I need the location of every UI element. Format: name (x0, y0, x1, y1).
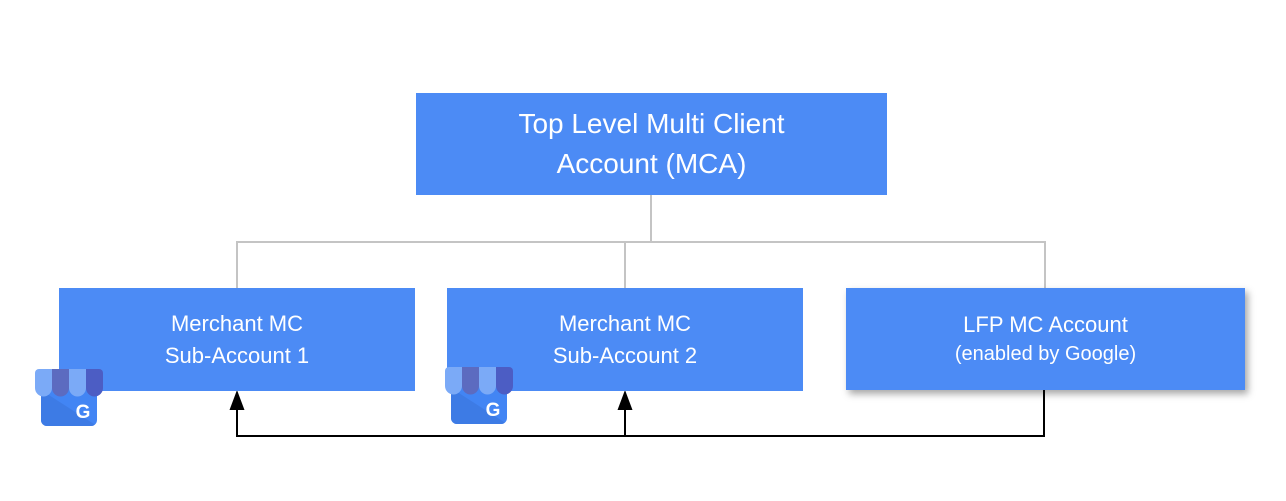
awning-stripe (86, 369, 103, 397)
node-merchant-sub-account-1: Merchant MC Sub-Account 1 (59, 288, 415, 391)
node-label-line2: Sub-Account 1 (164, 342, 310, 368)
awning-stripe (462, 367, 479, 395)
store-body-shade (451, 388, 507, 424)
arrowhead-sub2 (617, 390, 633, 410)
tree-connector-path (236, 195, 1046, 288)
lfp-feed-path (236, 390, 1045, 437)
node-lfp-mc-account: LFP MC Account (enabled by Google) (846, 288, 1245, 390)
awning-stripe (479, 367, 496, 395)
node-label-line2: Sub-Account 2 (552, 342, 698, 368)
node-label-line2: Account (MCA) (556, 148, 747, 179)
store-body-shade (41, 390, 97, 426)
google-g-letter: G (486, 400, 501, 421)
google-my-business-icon: G (35, 369, 103, 426)
awning-stripe (445, 367, 462, 395)
node-label-line1: Top Level Multi Client (518, 107, 785, 139)
awning-stripe (69, 369, 86, 397)
node-top-level-mca: Top Level Multi Client Account (MCA) (416, 93, 887, 195)
google-g-letter: G (76, 402, 91, 423)
node-label-line1: LFP MC Account (963, 311, 1128, 337)
node-label-line1: Merchant MC (558, 310, 692, 336)
node-label-line2: (enabled by Google) (954, 343, 1137, 366)
node-label-line1: Merchant MC (170, 310, 304, 336)
google-my-business-icon: G (445, 367, 513, 424)
awning-stripe (496, 367, 513, 395)
awning-stripe (35, 369, 52, 397)
arrowhead-sub1 (229, 390, 245, 410)
awning-stripe (52, 369, 69, 397)
